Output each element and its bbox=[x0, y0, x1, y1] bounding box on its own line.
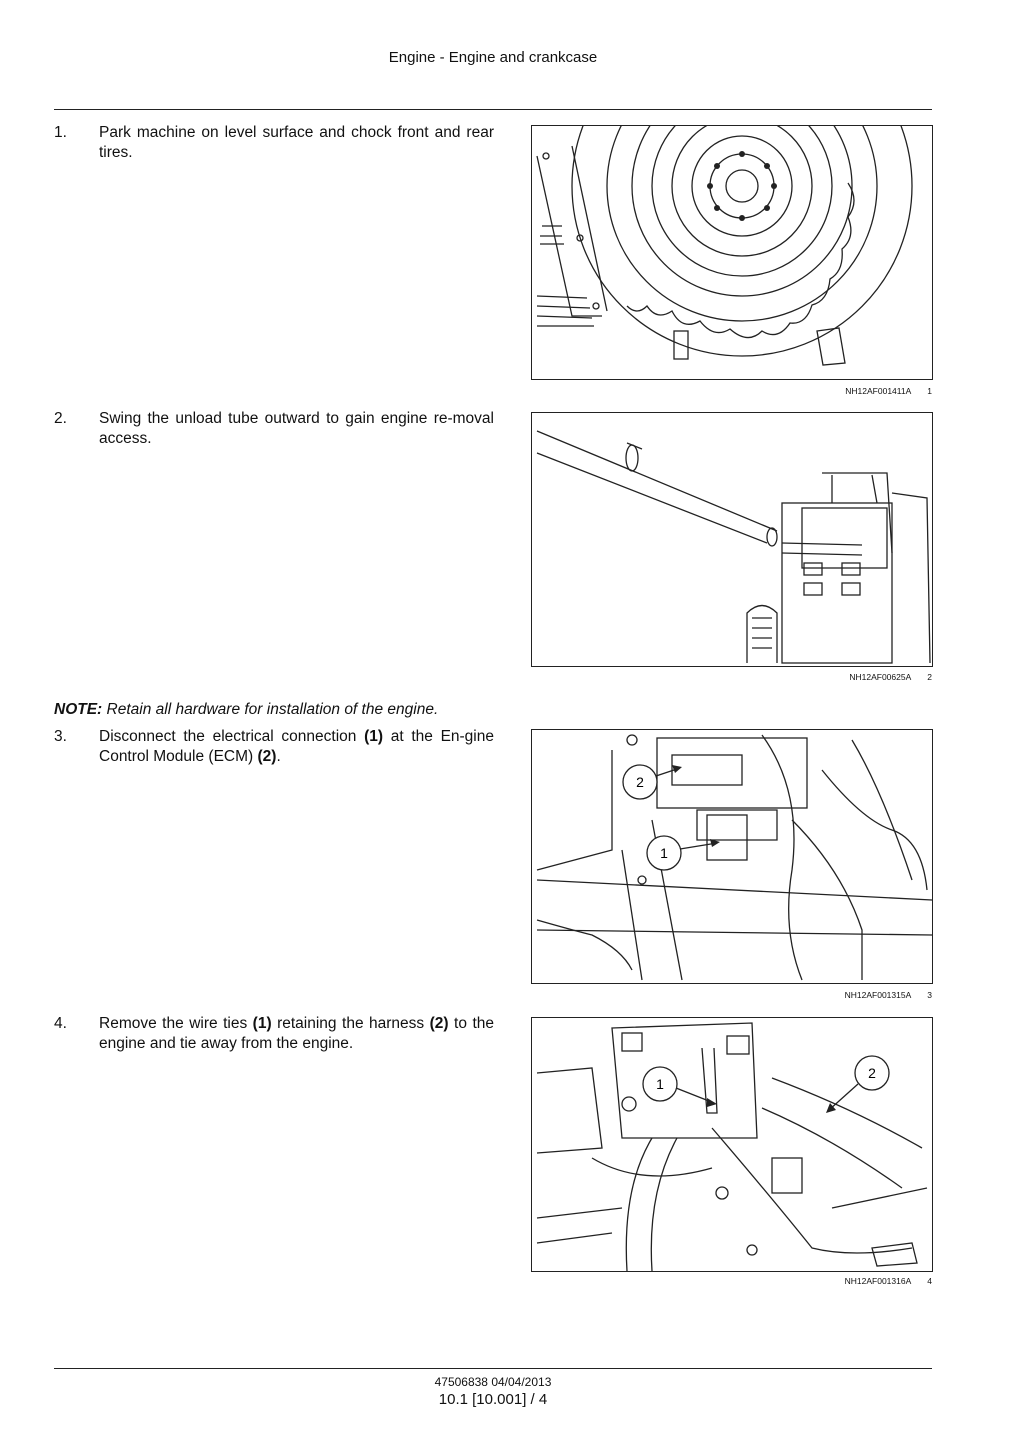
figure-2-caption: NH12AF00625A 2 bbox=[800, 672, 932, 682]
step-number: 2. bbox=[54, 410, 67, 427]
figure-number: 2 bbox=[927, 672, 932, 682]
figure-code: NH12AF001411A bbox=[845, 386, 912, 396]
step-text-segment: Remove the wire ties bbox=[99, 1015, 253, 1032]
figure-3-caption: NH12AF001315A 3 bbox=[800, 990, 932, 1000]
callout-label-2: 2 bbox=[868, 1065, 876, 1081]
step-3: 3. Disconnect the electrical connection … bbox=[54, 727, 494, 767]
footer-document-id: 47506838 04/04/2013 bbox=[434, 1375, 552, 1389]
figure-code: NH12AF001316A bbox=[844, 1276, 912, 1286]
step-text-segment: at the En-gine Control Module (ECM) bbox=[99, 728, 494, 765]
step-text-segment: . bbox=[276, 748, 281, 765]
step-text-segment: Park machine on level surface and chock … bbox=[99, 124, 494, 161]
tire-chock-drawing bbox=[536, 126, 913, 366]
header-divider bbox=[54, 109, 932, 110]
step-text-segment: to the engine and tie away from the engi… bbox=[99, 1015, 494, 1052]
note: NOTE: Retain all hardware for installati… bbox=[54, 701, 504, 719]
figure-2-unload-tube-illustration bbox=[531, 412, 933, 667]
figure-1-wheel-illustration bbox=[531, 125, 933, 380]
callout-label-2: 2 bbox=[636, 774, 644, 790]
step-number: 4. bbox=[54, 1015, 67, 1032]
callout-label-1: 1 bbox=[660, 845, 668, 861]
wire-tie-harness-drawing: 1 2 bbox=[536, 1022, 928, 1271]
note-label: NOTE: bbox=[54, 701, 103, 718]
step-2: 2. Swing the unload tube outward to gain… bbox=[54, 409, 494, 449]
figure-4-harness-illustration: 1 2 bbox=[531, 1017, 933, 1272]
figure-number: 4 bbox=[927, 1276, 932, 1286]
step-text: Swing the unload tube outward to gain en… bbox=[99, 409, 494, 449]
step-1: 1. Park machine on level surface and cho… bbox=[54, 123, 494, 163]
figure-number: 3 bbox=[927, 990, 932, 1000]
step-text: Disconnect the electrical connection (1)… bbox=[99, 727, 494, 767]
step-text-segment: Disconnect the electrical connection bbox=[99, 728, 365, 745]
step-text: Remove the wire ties (1) retaining the h… bbox=[99, 1014, 494, 1054]
step-text-segment: retaining the harness bbox=[271, 1015, 430, 1032]
reference-callout: (1) bbox=[252, 1015, 272, 1032]
step-text: Park machine on level surface and chock … bbox=[99, 123, 494, 163]
figure-code: NH12AF001315A bbox=[844, 990, 912, 1000]
step-number: 1. bbox=[54, 124, 67, 141]
figure-3-ecm-illustration: 2 1 bbox=[531, 729, 933, 984]
footer-page-number: 10.1 [10.001] / 4 bbox=[438, 1391, 548, 1408]
figure-code: NH12AF00625A bbox=[849, 672, 912, 682]
figure-1-caption: NH12AF001411A 1 bbox=[800, 386, 932, 396]
figure-number: 1 bbox=[927, 386, 932, 396]
ecm-connection-drawing: 2 1 bbox=[536, 734, 932, 981]
step-number: 3. bbox=[54, 728, 67, 745]
footer-divider bbox=[54, 1368, 932, 1369]
step-4: 4. Remove the wire ties (1) retaining th… bbox=[54, 1014, 494, 1054]
unload-tube-drawing bbox=[536, 430, 931, 664]
note-text: Retain all hardware for installation of … bbox=[102, 701, 439, 718]
reference-callout: (1) bbox=[364, 728, 384, 745]
page-header-title: Engine - Engine and crankcase bbox=[388, 49, 598, 66]
callout-label-1: 1 bbox=[656, 1076, 664, 1092]
step-text-segment: Swing the unload tube outward to gain en… bbox=[99, 410, 494, 447]
figure-4-caption: NH12AF001316A 4 bbox=[800, 1276, 932, 1286]
reference-callout: (2) bbox=[429, 1015, 449, 1032]
reference-callout: (2) bbox=[257, 748, 277, 765]
